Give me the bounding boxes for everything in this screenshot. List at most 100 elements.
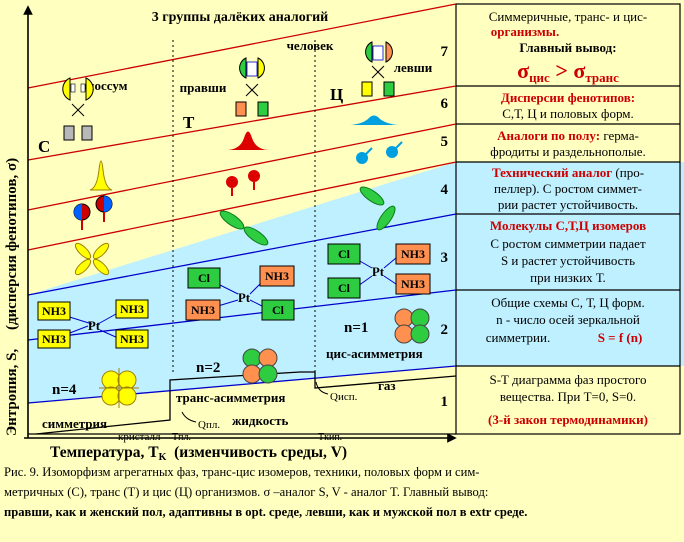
svg-text:NH3: NH3	[120, 332, 144, 346]
ligand-nh3	[395, 243, 431, 265]
ligand-nh3	[259, 265, 295, 287]
red-phase-lines	[27, 3, 457, 251]
male-sex-icon	[356, 141, 403, 164]
svg-text:Технический аналог (про-: Технический аналог (про-	[492, 165, 644, 180]
figure-caption: Рис. 9. Изоморфизм агрегатных фаз, транс…	[4, 462, 680, 540]
organism-cis-icon	[361, 41, 395, 97]
panel-row-3: Молекулы С,Т,Ц изомеров С ростом симметр…	[490, 218, 646, 285]
svg-text:рии растет устойчивость.: рии растет устойчивость.	[498, 197, 638, 212]
column-label-t: Т	[183, 113, 195, 132]
svg-text:симметрии.: симметрии.	[486, 330, 550, 345]
molecule-trans: Cl NH3 NH3 Cl Pt	[185, 265, 295, 321]
dispersion-peak-symmetric	[89, 160, 113, 191]
row-number-4: 4	[441, 182, 449, 198]
ligand-nh3	[115, 329, 149, 349]
dispersion-peak-trans	[226, 131, 270, 150]
label-q-melt: Qпл.	[198, 419, 220, 431]
row-number-6: 6	[441, 96, 449, 112]
row-number-2: 2	[441, 322, 449, 338]
svg-text:NH3: NH3	[401, 247, 425, 261]
panel-row-4: Технический аналог (про- пеллер). С рост…	[492, 165, 644, 212]
caption-line-1: Рис. 9. Изоморфизм агрегатных фаз, транс…	[4, 465, 480, 479]
molecule-cis: Cl NH3 Cl NH3 Pt	[327, 243, 431, 299]
label-n1: n=1	[344, 320, 368, 336]
panel-row-5: Аналоги по полу: гермa- фродиты и раздел…	[490, 128, 645, 159]
ligand-nh3	[395, 273, 431, 295]
svg-text:пеллер). С ростом симмет-: пеллер). С ростом симмет-	[494, 181, 642, 196]
svg-text:при низких Т.: при низких Т.	[530, 270, 606, 285]
svg-text:NH3: NH3	[191, 303, 215, 317]
platinum-center: Pt	[372, 264, 385, 279]
dispersion-peak-cis	[350, 115, 398, 125]
organism-symmetric-icon	[62, 77, 94, 141]
propeller-cis-icon	[359, 186, 396, 231]
platinum-center: Pt	[88, 318, 101, 333]
svg-text:S = f (n): S = f (n)	[598, 330, 643, 345]
svg-text:NH3: NH3	[265, 269, 289, 283]
molecule-symmetric: NH3 NH3 NH3 NH3 Pt	[37, 299, 149, 349]
svg-text:Аналоги по полу: гермa-: Аналоги по полу: гермa-	[497, 128, 639, 143]
label-left-handed: левши	[394, 60, 433, 75]
label-trans-asym: транс-асимметрия	[176, 390, 285, 405]
y-axis-label: Энтропия, S, (дисперсия фенотипов, σ)	[4, 158, 20, 436]
caption-line-2: метричных (С), транс (Т) и цис (Ц) орган…	[4, 485, 489, 499]
ligand-nh3	[185, 299, 221, 321]
scheme-n1	[394, 308, 430, 344]
x-axis-label: Температура, TK (изменчивость среды, V)	[50, 444, 347, 462]
female-sex-icon	[226, 170, 260, 196]
label-t-melt: Tпл.	[172, 432, 191, 443]
svg-text:С,Т, Ц и половых форм.: С,Т, Ц и половых форм.	[502, 106, 634, 121]
svg-text:С ростом симметрии падает: С ростом симметрии падает	[490, 236, 646, 251]
svg-text:Cl: Cl	[198, 271, 211, 285]
row-number-5: 5	[441, 134, 449, 150]
svg-text:S-T диаграмма фаз простого: S-T диаграмма фаз простого	[490, 372, 647, 387]
label-symmetry: симметрия	[42, 416, 107, 431]
platinum-center: Pt	[238, 290, 251, 305]
label-cis-asym: цис-асимметрия	[326, 346, 423, 361]
scheme-n4	[99, 368, 139, 408]
svg-text:NH3: NH3	[120, 302, 144, 316]
organism-trans-icon	[235, 57, 269, 117]
label-crystal: кристалл	[118, 431, 161, 443]
svg-text:Симмеричные, транс- и цис-: Симмеричные, транс- и цис-	[489, 9, 647, 24]
ligand-cl	[261, 299, 295, 321]
ligand-nh3	[115, 299, 149, 319]
label-right-handed: правши	[180, 80, 227, 95]
caption-line-3: правши, как и женский пол, адаптивны в o…	[4, 505, 528, 519]
q-boil-arrow	[315, 381, 329, 395]
label-liquid: жидкость	[232, 413, 288, 428]
svg-text:Главный вывод:: Главный вывод:	[519, 40, 616, 55]
svg-text:S и растет устойчивость: S и растет устойчивость	[501, 253, 635, 268]
panel-row-2: Общие схемы С, Т, Ц форм. n - число осей…	[486, 295, 645, 345]
row-number-1: 1	[441, 394, 449, 410]
panel-row-6: Дисперсии фенотипов: С,Т, Ц и половых фо…	[501, 90, 635, 121]
svg-text:вещества. При T=0, S=0.: вещества. При T=0, S=0.	[500, 389, 636, 404]
main-conclusion-formula: σцис > σтранс	[517, 58, 619, 85]
svg-text:NH3: NH3	[42, 304, 66, 318]
row-number-7: 7	[441, 44, 449, 60]
ligand-cl	[327, 277, 361, 299]
propeller-symmetric-icon	[74, 242, 110, 276]
ligand-cl	[187, 267, 221, 289]
svg-text:n - число осей зеркальной: n - число осей зеркальной	[496, 312, 640, 327]
hermaphrodite-icon	[73, 195, 113, 230]
svg-text:Дисперсии фенотипов:: Дисперсии фенотипов:	[501, 90, 635, 105]
diagram-title: 3 группы далёких аналогий	[152, 10, 328, 25]
svg-text:Cl: Cl	[338, 281, 351, 295]
label-n2: n=2	[196, 360, 220, 376]
row-number-3: 3	[441, 250, 449, 266]
q-melt-arrow	[181, 411, 197, 423]
svg-text:фродиты и раздельнополые.: фродиты и раздельнополые.	[490, 144, 645, 159]
svg-text:(3-й закон термодинамики): (3-й закон термодинамики)	[488, 412, 648, 427]
svg-text:Cl: Cl	[338, 247, 351, 261]
svg-text:Cl: Cl	[272, 303, 285, 317]
column-separators	[172, 40, 316, 372]
svg-text:Общие схемы С, Т, Ц форм.: Общие схемы С, Т, Ц форм.	[491, 295, 644, 310]
column-label-ts: Ц	[330, 85, 343, 104]
label-man: человек	[287, 38, 334, 53]
label-gas: газ	[378, 378, 396, 393]
scheme-n2	[242, 348, 278, 384]
column-label-c: С	[38, 137, 50, 156]
phase-isomorphism-diagram: Энтропия, S, (дисперсия фенотипов, σ) Те…	[4, 3, 684, 463]
